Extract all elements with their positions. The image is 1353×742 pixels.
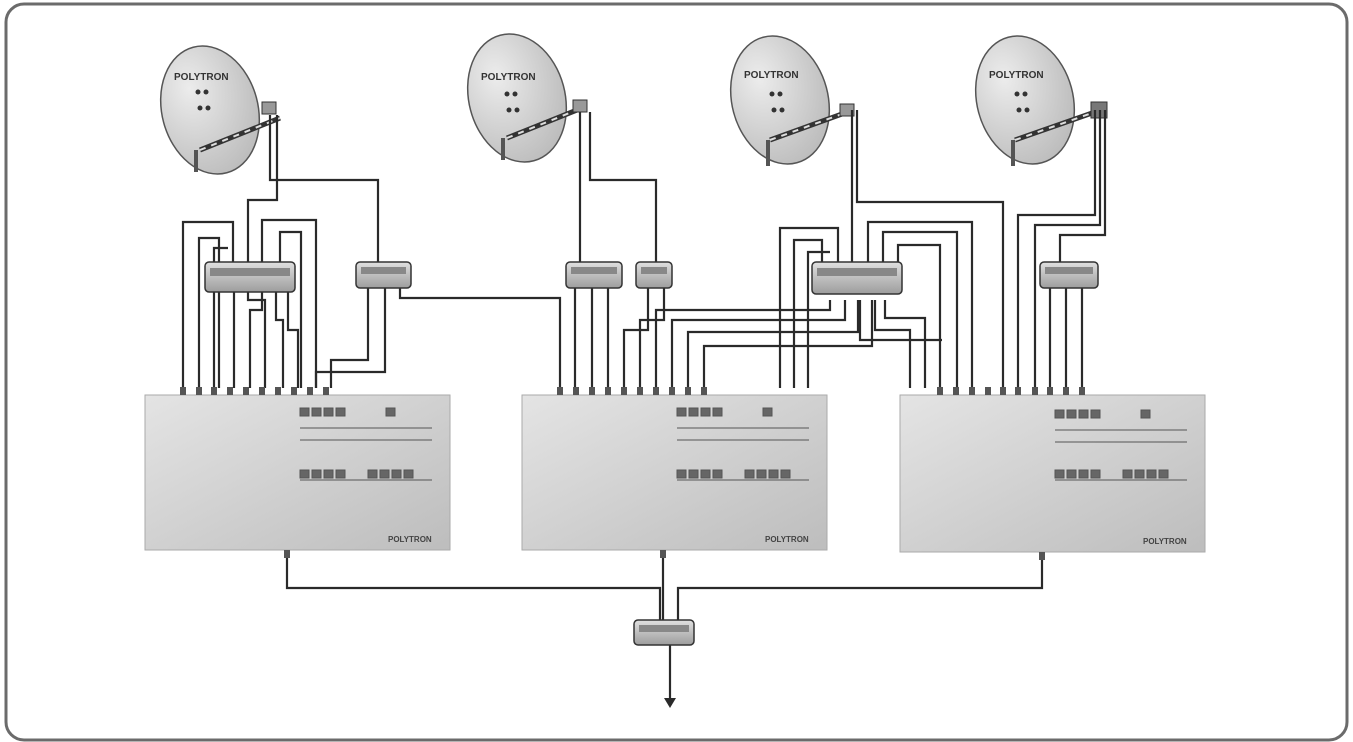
satellite-dish-4: POLYTRON <box>974 35 1108 166</box>
diagram-frame <box>4 2 1349 742</box>
splitter-4 <box>1039 261 1099 289</box>
dish-brand-label: POLYTRON <box>174 72 229 83</box>
satellite-dish-1: POLYTRON <box>159 45 281 175</box>
module-brand-label: POLYTRON <box>1143 537 1187 546</box>
coax-cables <box>181 110 1107 700</box>
splitter-2 <box>565 261 623 289</box>
dish-brand-label: POLYTRON <box>744 70 799 81</box>
multiswitch-left <box>204 261 296 293</box>
headend-module-2: POLYTRON <box>521 387 828 558</box>
satellite-dish-2: POLYTRON <box>466 33 588 163</box>
splitter-3 <box>635 261 673 289</box>
dish-brand-label: POLYTRON <box>481 72 536 83</box>
module-brand-label: POLYTRON <box>765 535 809 544</box>
output-arrow-icon <box>664 698 676 708</box>
dish-brand-label: POLYTRON <box>989 70 1044 81</box>
combiner-bottom <box>633 619 695 646</box>
headend-module-3: POLYTRON <box>899 387 1206 560</box>
headend-module-1: POLYTRON <box>144 387 451 558</box>
satellite-dish-3: POLYTRON <box>729 35 855 166</box>
splitter-1 <box>355 261 412 289</box>
module-brand-label: POLYTRON <box>388 535 432 544</box>
multiswitch-center <box>811 261 903 295</box>
